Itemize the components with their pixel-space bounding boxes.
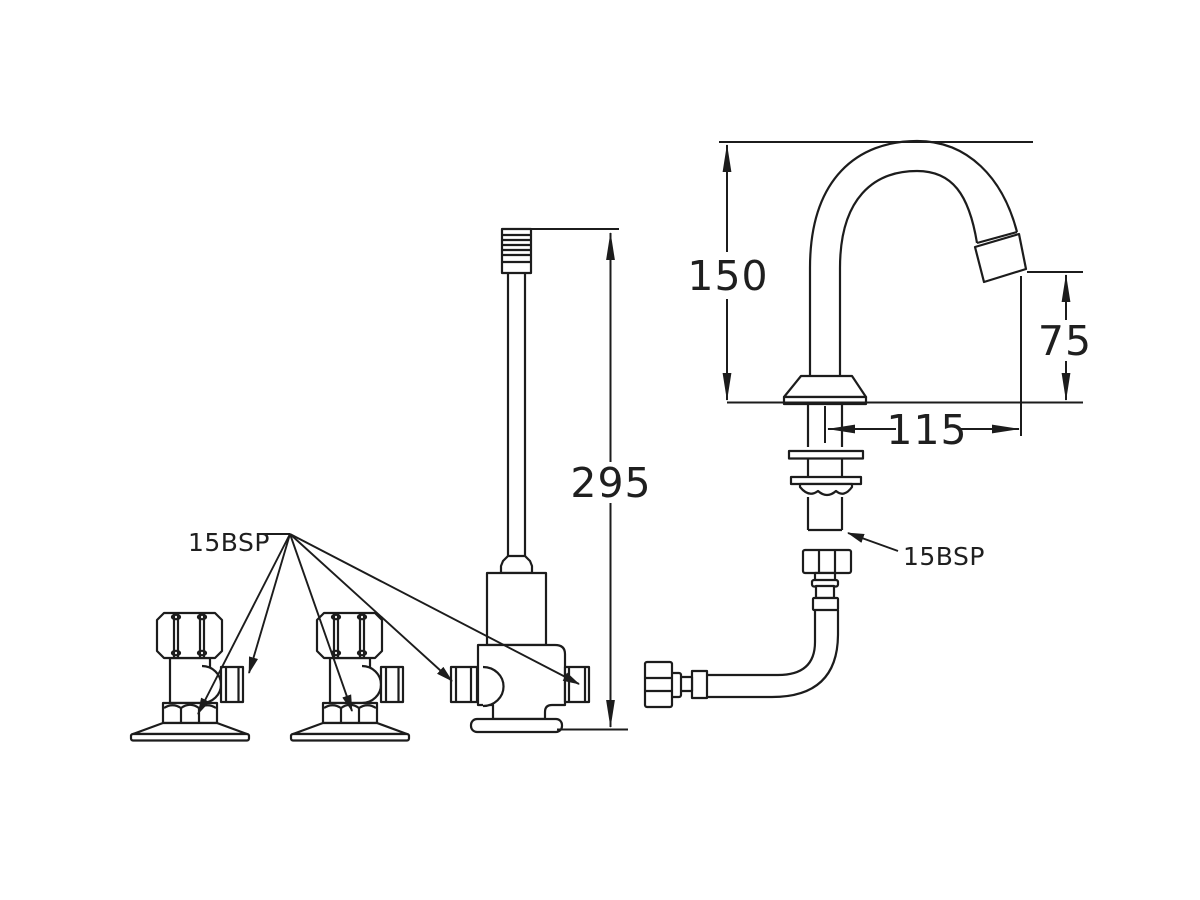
callout-15bsp-left: 15BSP	[188, 528, 580, 715]
dimension-150: 150	[687, 141, 1083, 404]
dim-label-150: 150	[687, 252, 768, 300]
riser-cap	[500, 227, 533, 275]
dim-label-115: 115	[886, 406, 967, 454]
dimension-75: 75	[1027, 271, 1092, 401]
spout-base-flange	[782, 374, 868, 399]
hose-nut-lower	[643, 660, 674, 709]
gooseneck-spout	[782, 139, 1028, 406]
dim-label-75: 75	[1038, 317, 1092, 365]
angle-valve-right	[289, 611, 411, 742]
shank-and-hose	[643, 404, 865, 709]
mixer-left-joint-dome	[482, 665, 505, 708]
hose-ferrule	[690, 669, 709, 700]
hose-nut-upper	[801, 548, 853, 575]
shank-washer-upper	[787, 449, 865, 460]
shank-backnut	[798, 482, 854, 497]
thread-label-right: 15BSP	[903, 542, 985, 571]
callout-15bsp-right: 15BSP	[847, 532, 985, 571]
dimension-295: 295	[531, 228, 651, 731]
spout-aerator	[973, 232, 1028, 284]
dim-label-295: 295	[570, 459, 651, 507]
dimension-115: 115	[824, 276, 1022, 454]
thread-label-left: 15BSP	[188, 528, 270, 557]
mixer-body-and-riser	[449, 227, 591, 734]
mixer-base-flange	[469, 717, 564, 734]
angle-valve-left	[129, 611, 251, 742]
